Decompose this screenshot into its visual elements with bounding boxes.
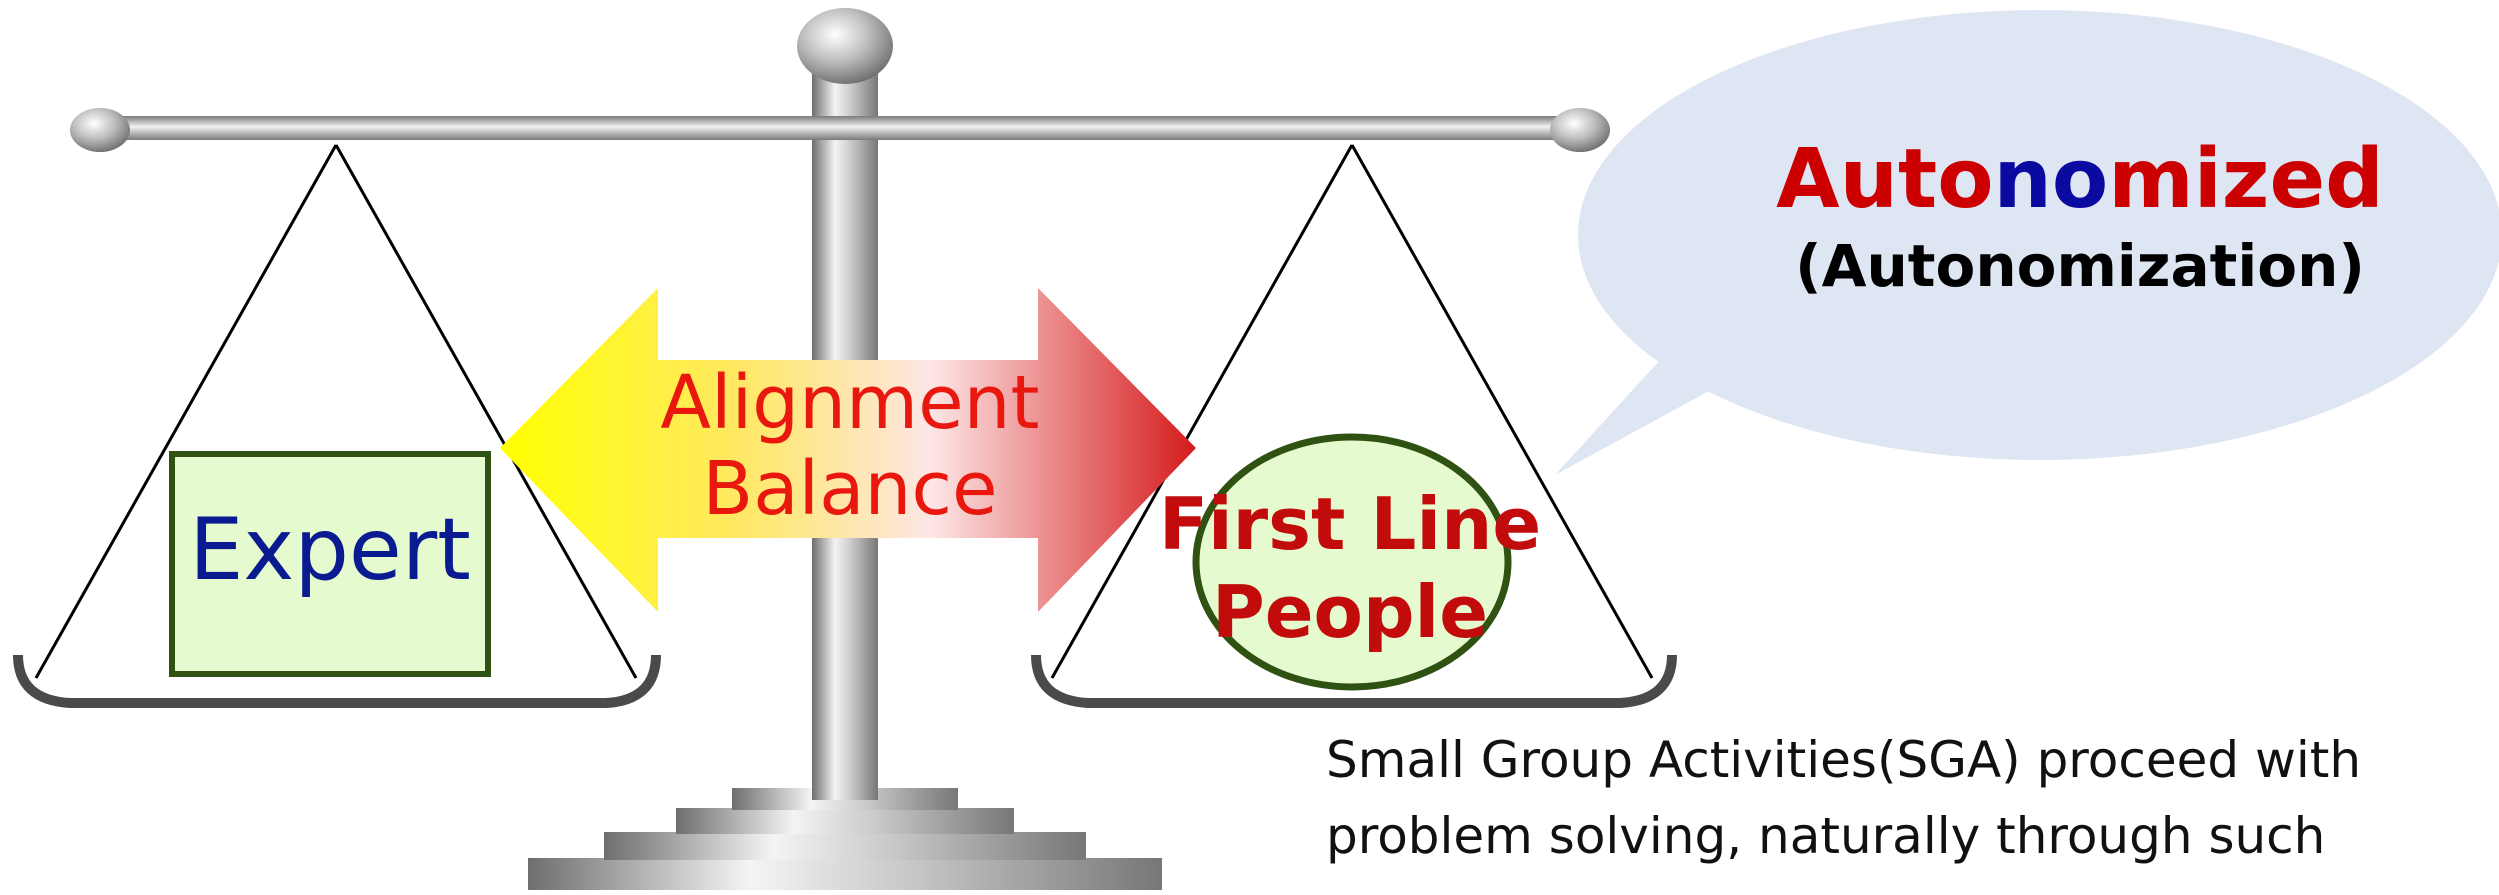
alignment-label: Alignment [660, 360, 1040, 446]
alignment-double-arrow [500, 288, 1196, 612]
title-mized: mized [2108, 132, 2384, 227]
alignment-balance-label: Alignment Balance [640, 360, 1060, 532]
expert-box [169, 451, 491, 677]
expert-label: Expert [189, 500, 471, 600]
left-pan [13, 144, 661, 708]
scale-base [528, 788, 1162, 890]
title-auto: Auto [1776, 132, 1994, 227]
speech-bubble [1555, 10, 2499, 475]
title-no: no [1993, 132, 2109, 227]
people-text: People [1211, 570, 1489, 654]
caption-line-2: problem solving, naturally through such [1326, 807, 2326, 865]
autonomization-subtitle: (Autonomization) [1795, 232, 2365, 300]
first-line-circle [1192, 433, 1512, 691]
autonomized-title: Autonomized [1700, 132, 2460, 228]
scale-beam [70, 8, 1610, 152]
caption-line-1: Small Group Activities(SGA) proceed with [1326, 731, 2362, 789]
first-line-people-label: First Line People [1140, 480, 1560, 656]
balance-label: Balance [702, 446, 998, 532]
caption-text: Small Group Activities(SGA) proceed with… [1326, 722, 2486, 874]
right-pan [1031, 144, 1677, 708]
first-line-text: First Line [1158, 482, 1542, 566]
